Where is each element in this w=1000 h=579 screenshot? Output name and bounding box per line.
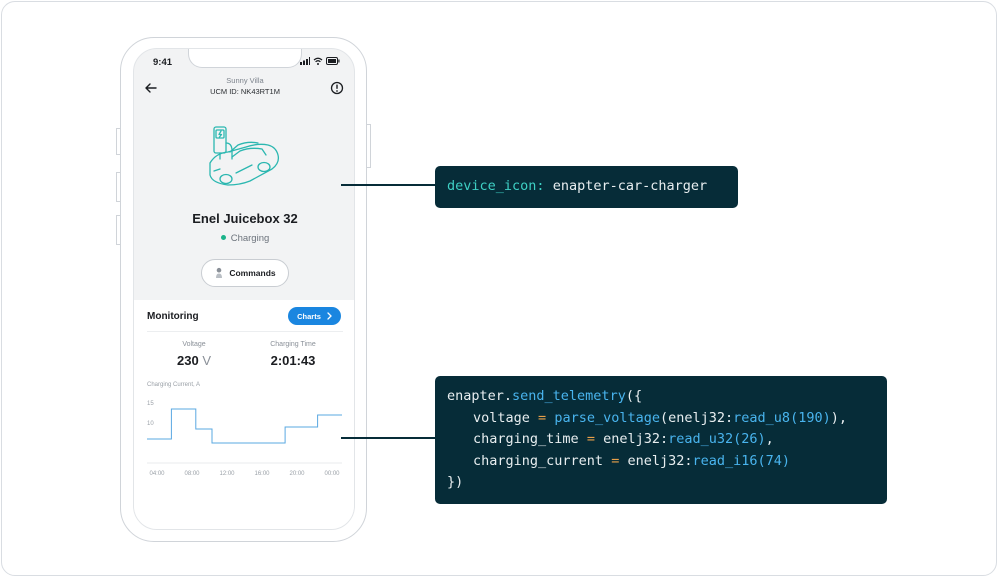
device-icon-annotation: device_icon: enapter-car-charger	[435, 166, 738, 208]
phone-side-button	[116, 172, 121, 202]
y-tick-label: 10	[147, 421, 154, 427]
code-line: charging_current = enelj32:read_i16(74)	[447, 451, 887, 473]
wifi-icon	[313, 57, 323, 65]
status-dot	[220, 234, 226, 240]
code-function: read_u8	[733, 409, 791, 426]
battery-icon	[326, 57, 340, 65]
charging-time-value: 2:01:43	[270, 353, 316, 368]
phone-screen: 9:41 Sunny Villa UCM ID: NK43RT1M Enel J…	[133, 48, 355, 530]
code-text: })	[447, 474, 464, 490]
x-tick-label: 04:00	[149, 471, 165, 477]
charts-label: Charts	[297, 311, 321, 321]
monitoring-title: Monitoring	[147, 311, 199, 322]
code-text: (enelj32:	[660, 409, 734, 426]
commands-label: Commands	[229, 268, 276, 278]
header-ucm-id: UCM ID: NK43RT1M	[210, 87, 280, 96]
code-key: device_icon:	[447, 178, 545, 194]
code-argument: (26)	[733, 431, 766, 447]
code-function: send_telemetry	[512, 388, 626, 404]
commands-button[interactable]: Commands	[201, 259, 289, 287]
header-location: Sunny Villa	[226, 76, 264, 85]
charging-current-chart: 15 10 04:00 08:00 12:00 16:00 20:00 00:00	[147, 401, 342, 477]
phone-side-button	[116, 128, 121, 155]
code-value: enapter-car-charger	[552, 178, 708, 194]
device-status: Charging	[134, 233, 354, 244]
x-tick-label: 00:00	[324, 471, 340, 477]
monitoring-panel: Monitoring Charts Voltage 230 V Charging…	[134, 300, 354, 529]
telemetry-code-annotation: enapter.send_telemetry({voltage = parse_…	[435, 376, 887, 504]
code-text: ({	[625, 388, 643, 404]
x-tick-label: 20:00	[289, 471, 305, 477]
code-argument: (190)	[790, 409, 831, 426]
device-name: Enel Juicebox 32	[192, 211, 298, 226]
x-tick-label: 12:00	[219, 471, 235, 477]
car-charger-icon	[209, 126, 280, 186]
code-operator: =	[611, 452, 620, 469]
phone-side-button	[116, 215, 121, 245]
code-line: charging_time = enelj32:read_u32(26),	[447, 429, 887, 451]
code-line: enapter.send_telemetry({	[447, 386, 887, 408]
command-hand-icon	[216, 267, 223, 278]
phone-power-button	[366, 124, 371, 168]
chart-title: Charging Current, A	[147, 382, 201, 388]
device-status-label: Charging	[230, 233, 270, 244]
chevron-right-icon	[327, 312, 332, 320]
divider	[147, 331, 343, 332]
x-tick-label: 08:00	[184, 471, 200, 477]
code-key: charging_current	[473, 452, 604, 469]
code-key: voltage	[473, 409, 530, 426]
phone-notch	[188, 49, 302, 68]
x-tick-label: 16:00	[254, 471, 270, 477]
voltage-unit: V	[202, 353, 211, 368]
charging-time-label: Charging Time	[270, 341, 316, 348]
status-icons	[300, 57, 340, 65]
series-line	[147, 408, 342, 444]
status-time: 9:41	[153, 57, 173, 68]
connector-line	[341, 184, 436, 186]
code-function: read_i16	[692, 452, 758, 469]
info-icon[interactable]	[330, 81, 344, 95]
y-tick-label: 15	[147, 401, 154, 407]
code-line: })	[447, 472, 887, 494]
back-arrow-icon[interactable]	[144, 81, 158, 95]
code-text: enelj32:	[627, 452, 693, 469]
code-text: ,	[765, 431, 774, 447]
voltage-value: 230 V	[149, 353, 239, 368]
code-text: enelj32:	[603, 431, 669, 447]
voltage-number: 230	[177, 353, 199, 368]
signal-icon	[300, 57, 310, 65]
connector-line	[341, 437, 436, 439]
voltage-label: Voltage	[182, 341, 206, 348]
code-operator: =	[586, 431, 595, 447]
code-operator: =	[538, 409, 547, 426]
code-text: ),	[830, 409, 847, 426]
code-function: parse_voltage	[554, 409, 660, 426]
code-argument: (74)	[757, 452, 791, 469]
charts-button[interactable]: Charts	[288, 307, 341, 325]
code-object: enapter.	[447, 388, 513, 404]
code-line: voltage = parse_voltage(enelj32:read_u8(…	[447, 408, 887, 430]
code-function: read_u32	[668, 431, 734, 447]
code-key: charging_time	[473, 431, 579, 447]
